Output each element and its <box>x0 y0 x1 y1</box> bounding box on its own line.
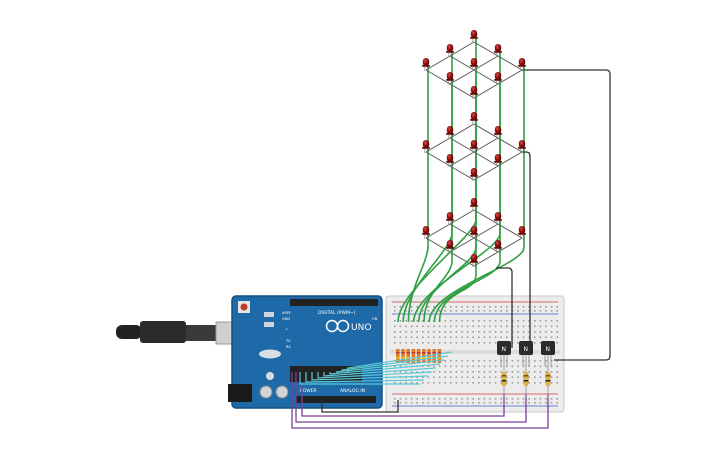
feed-wire <box>423 261 453 323</box>
arduino-board[interactable]: UNO DIGITAL (PWM~) ANALOG IN POWER AREF … <box>228 295 383 409</box>
transistor: N <box>519 341 533 366</box>
resistor <box>432 349 436 363</box>
transistor-label: N <box>546 346 551 353</box>
feed-wire <box>428 247 525 323</box>
resistor <box>437 349 442 363</box>
led <box>470 168 478 182</box>
feed-wire <box>418 247 477 323</box>
led <box>446 240 454 254</box>
board-aref-label: AREF <box>282 311 291 315</box>
base-resistor <box>523 366 529 398</box>
led <box>446 126 454 140</box>
led-cube-wiring <box>397 38 525 323</box>
led <box>470 58 478 72</box>
board-analog-label: ANALOG IN <box>340 388 365 394</box>
led <box>422 58 430 72</box>
led <box>446 72 454 86</box>
led <box>470 198 478 212</box>
board-gnd-label: GND <box>282 317 290 321</box>
board-tx-label: TX <box>285 339 291 343</box>
led <box>470 30 478 44</box>
transistor-label: N <box>502 346 507 353</box>
board-on-label: ON <box>372 317 378 321</box>
led <box>446 154 454 168</box>
led <box>422 226 430 240</box>
transistor-label: N <box>524 346 529 353</box>
led-cube <box>422 30 526 268</box>
transistor: N <box>497 341 511 366</box>
base-resistor <box>501 366 507 398</box>
resistor <box>416 349 421 363</box>
led <box>446 212 454 226</box>
layer-wires <box>496 69 611 361</box>
board-l-label: L <box>286 327 288 331</box>
resistor <box>396 349 400 363</box>
led <box>518 140 526 154</box>
base-resistor <box>545 366 551 398</box>
led <box>494 212 502 226</box>
signal-wires <box>299 351 453 385</box>
led <box>470 226 478 240</box>
resistor <box>406 349 410 363</box>
led <box>494 154 502 168</box>
board-brand-label: UNO <box>351 323 371 333</box>
resistor <box>411 349 416 363</box>
board-rx-label: RX <box>286 345 291 349</box>
led <box>518 58 526 72</box>
resistor <box>401 349 405 363</box>
led <box>446 44 454 58</box>
led <box>494 72 502 86</box>
led <box>470 140 478 154</box>
feed-wire <box>438 275 477 323</box>
led <box>470 86 478 100</box>
led <box>518 226 526 240</box>
led <box>422 140 430 154</box>
board-power-label: POWER <box>300 388 317 394</box>
black-ground-wire <box>321 400 399 413</box>
led <box>494 126 502 140</box>
transistor: N <box>541 341 555 366</box>
led <box>470 254 478 268</box>
purple-wires <box>291 372 549 429</box>
led <box>470 112 478 126</box>
led <box>494 240 502 254</box>
breadboard[interactable] <box>385 295 565 413</box>
feed-wire <box>407 247 429 323</box>
power-jack-icon <box>228 384 252 402</box>
led <box>494 44 502 58</box>
reset-button-icon[interactable] <box>238 301 250 313</box>
board-digital-label: DIGITAL (PWM~) <box>318 310 356 316</box>
